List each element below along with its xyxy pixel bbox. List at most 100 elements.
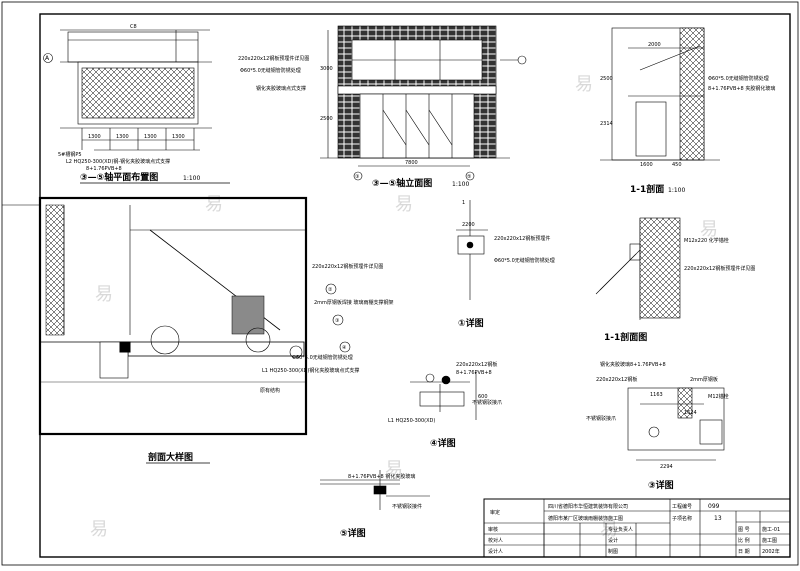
d5-note: 8+1.76PVB+8 钢化夹胶玻璃 bbox=[348, 473, 415, 480]
d3-note: 钢化夹胶玻璃8+1.76PVB+8 bbox=[600, 361, 666, 368]
tb-label: 日 期 bbox=[738, 549, 750, 555]
plan-dim-1: 1300 bbox=[88, 134, 101, 140]
watermark: 易 bbox=[575, 74, 593, 95]
tb-label: 工程编号 bbox=[672, 503, 692, 510]
tb-row: 制图 bbox=[608, 548, 618, 555]
tb-value: 施工-01 bbox=[762, 526, 780, 533]
sec-dim: 2314 bbox=[600, 121, 613, 127]
plan-axis-label: A bbox=[45, 55, 50, 62]
d3-dim: 1163 bbox=[650, 392, 663, 398]
sec-b-note: M12x220 化学锚栓 bbox=[684, 237, 729, 244]
title-block bbox=[483, 498, 791, 558]
watermark: 易 bbox=[95, 284, 113, 305]
watermark-layer: 易 易 易 易 易 易 易 易 易 bbox=[90, 74, 718, 540]
d3-dim: 2294 bbox=[660, 464, 673, 470]
sec-dim: 450 bbox=[672, 162, 682, 168]
detail3-title: ③详图 bbox=[648, 479, 674, 491]
tb-row: 审核 bbox=[488, 526, 498, 533]
tb-company: 四川省德阳市华恒建筑装饰有限公司 bbox=[548, 503, 628, 510]
detail5-title: ⑤详图 bbox=[340, 527, 366, 539]
watermark: 易 bbox=[700, 219, 718, 240]
big-note: 220x220x12钢板预埋件详见图 bbox=[312, 263, 383, 270]
elev-dim: 7800 bbox=[405, 160, 418, 166]
tb-row: 校对人 bbox=[488, 537, 503, 544]
sec-dim: 2500 bbox=[600, 76, 613, 82]
d4-dim: 600 bbox=[478, 394, 488, 400]
d3-note: 220x220x12钢板 bbox=[596, 376, 637, 383]
elevation-title: ③—⑤轴立面图 bbox=[372, 177, 432, 189]
big-note: L1 HQ250-300(XD)钢化夹胶玻璃点式支撑 bbox=[262, 367, 359, 374]
watermark: 易 bbox=[205, 194, 223, 215]
d4-note: 不锈钢驳接爪 bbox=[472, 399, 502, 406]
watermark: 易 bbox=[600, 519, 618, 540]
plan-dim-3: 1300 bbox=[144, 134, 157, 140]
tb-label: 子项名称 bbox=[672, 515, 692, 522]
sec-note: Φ60*5.0无缝钢管防锈处理 bbox=[708, 75, 769, 82]
detail1-note: Φ60*5.0无缝钢管防锈处理 bbox=[494, 257, 555, 264]
marker: ② bbox=[328, 287, 333, 293]
elev-note: 钢化夹胶玻璃点式支撑 bbox=[256, 85, 306, 92]
elev-axis-right: ⑤ bbox=[467, 174, 471, 180]
plan-dim-top: C8 bbox=[130, 24, 137, 30]
plan-note: L2 HQ250-300(XD)钢-钢化夹胶玻璃点式支撑 bbox=[66, 158, 170, 165]
tb-row: 专业负责人 bbox=[608, 526, 633, 533]
detail1-note: 220x220x12钢板预埋件 bbox=[494, 235, 550, 242]
tb-label: 比 例 bbox=[738, 537, 750, 544]
plan-title: ③—⑤轴平面布置图 bbox=[80, 171, 158, 183]
d3-note: 不锈钢驳接爪 bbox=[586, 415, 616, 422]
d3-dim: 1624 bbox=[684, 410, 697, 416]
tb-value: 2002年 bbox=[762, 548, 780, 555]
marker: ④ bbox=[342, 345, 347, 351]
d3-note: 2mm厚钢板 bbox=[690, 376, 718, 383]
tb-row: 设计 bbox=[608, 537, 618, 544]
elev-note: Φ60*5.0无缝钢管防锈处理 bbox=[240, 67, 301, 74]
plan-dim-2: 1300 bbox=[116, 134, 129, 140]
tb-row: 设计人 bbox=[488, 548, 503, 555]
tb-row: 审定 bbox=[490, 509, 500, 516]
big-note: 原有结构 bbox=[260, 387, 280, 394]
detail1-dim: 2200 bbox=[462, 222, 475, 228]
d4-note: 220x220x12钢板 bbox=[456, 361, 497, 368]
sec-b-note: 220x220x12钢板预埋件详见图 bbox=[684, 265, 755, 272]
sec-dim: 1600 bbox=[640, 162, 653, 168]
d4-note: 8+1.76PVB+8 bbox=[456, 370, 492, 376]
big-note: 2mm厚钢板焊接 玻璃雨棚支撑钢架 bbox=[314, 299, 394, 306]
section-title: 1-1剖面 bbox=[630, 183, 664, 195]
marker: ③ bbox=[335, 318, 339, 324]
detail1-title: ①详图 bbox=[458, 317, 484, 329]
section-b-title: 1-1剖面图 bbox=[604, 331, 647, 343]
detail4-title: ④详图 bbox=[430, 437, 456, 449]
plan-dim-4: 1300 bbox=[172, 134, 185, 140]
big-note: Φ60*5.0无缝钢管防锈处理 bbox=[292, 354, 353, 361]
detail-1-view bbox=[456, 200, 488, 300]
elev-note: 220x220x12钢板预埋件详见图 bbox=[238, 55, 309, 62]
sec-dim: 2000 bbox=[648, 42, 661, 48]
watermark: 易 bbox=[395, 194, 413, 215]
big-section-title: 剖面大样图 bbox=[148, 451, 193, 463]
tb-sheet-no: 13 bbox=[714, 515, 722, 522]
tb-drawing-no: 099 bbox=[708, 503, 720, 510]
elevation-scale: 1:100 bbox=[452, 181, 469, 188]
section-1-1-view bbox=[600, 27, 720, 161]
d5-note: 不锈钢驳接件 bbox=[392, 503, 422, 510]
big-section-view bbox=[38, 196, 308, 436]
tb-project: 德阳市某厂区玻璃雨棚装饰施工图 bbox=[548, 515, 623, 522]
big-section-markers bbox=[325, 283, 351, 353]
elevation-view bbox=[320, 25, 527, 181]
section-scale: 1:100 bbox=[668, 187, 685, 194]
section-1-1b-view bbox=[595, 217, 681, 320]
plan-scale: 1:100 bbox=[183, 175, 200, 182]
elev-dim: 3000 bbox=[320, 66, 333, 72]
detail-5-view bbox=[320, 470, 430, 510]
sec-note: 8+1.76PVB+8 夹胶钢化玻璃 bbox=[708, 85, 775, 92]
tb-value: 施工图 bbox=[762, 537, 777, 544]
watermark: 易 bbox=[90, 519, 108, 540]
plan-view bbox=[43, 29, 212, 151]
elev-dim: 2500 bbox=[320, 116, 333, 122]
d3-note: M12锚栓 bbox=[708, 393, 729, 400]
d4-note: L1 HQ250-300(XD) bbox=[388, 418, 435, 424]
detail-4-view bbox=[410, 372, 477, 420]
